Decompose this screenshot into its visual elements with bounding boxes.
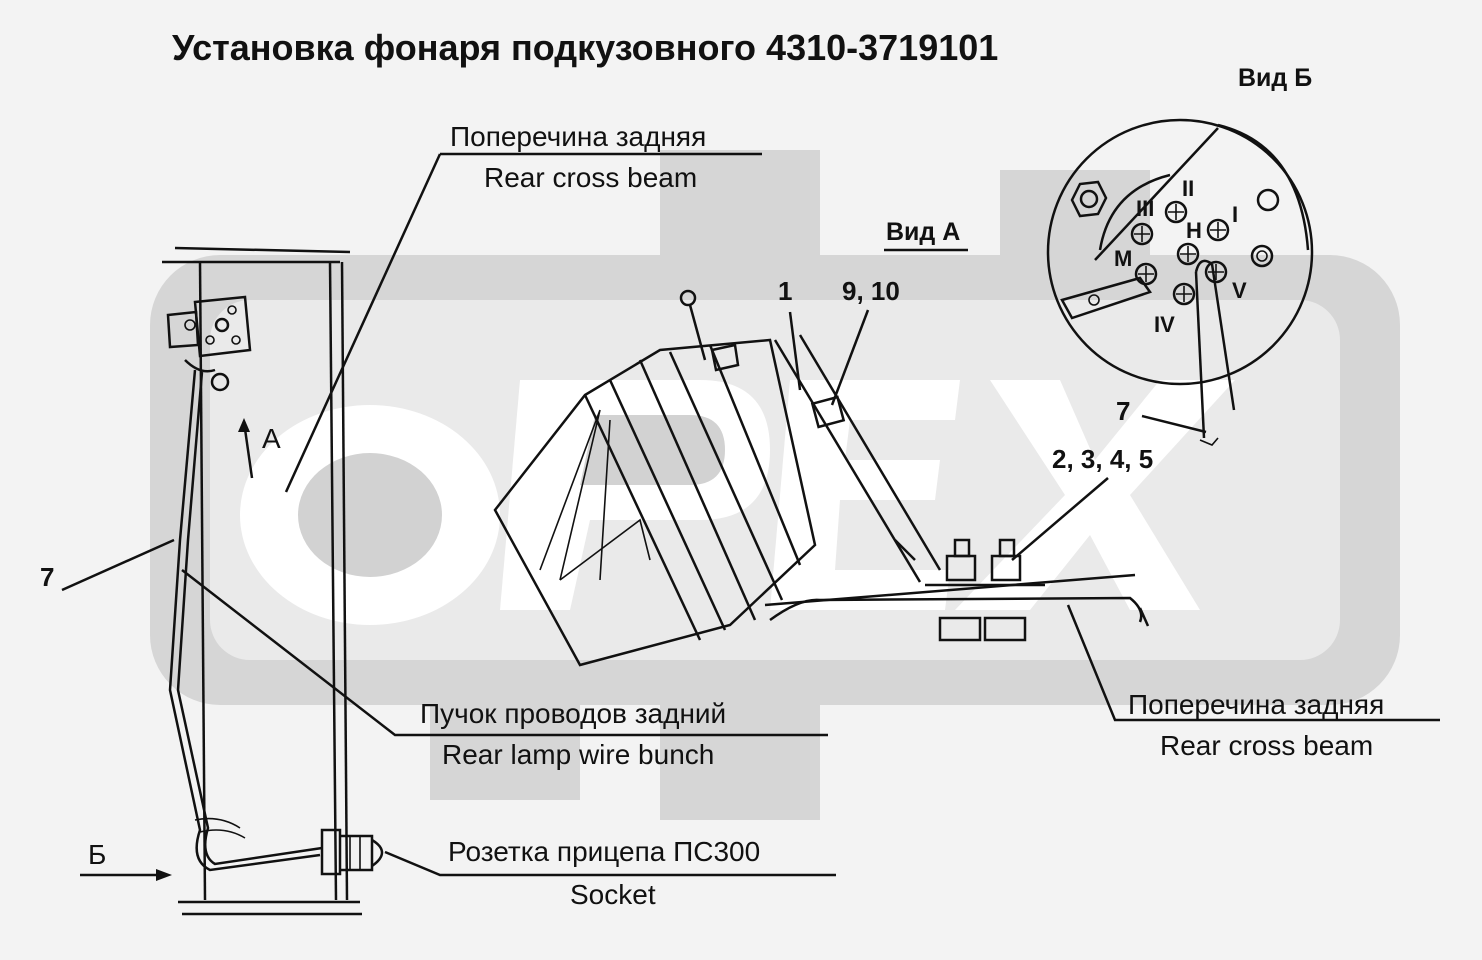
pin-IV-label: IV — [1154, 312, 1175, 337]
callouts-left: Поперечина задняя Rear cross beam 7 Пучо… — [40, 121, 836, 910]
view-b-arrow-label: Б — [88, 839, 106, 870]
diagram-title: Установка фонаря подкузовного 4310-37191… — [172, 27, 998, 68]
rear-cross-beam-label-ru: Поперечина задняя — [450, 121, 706, 152]
trailer-socket — [320, 828, 384, 876]
socket-face — [1046, 118, 1314, 386]
view-a: Вид А — [493, 218, 1440, 761]
socket-leader — [384, 850, 836, 877]
part-2-5-leader — [1011, 477, 1109, 561]
rear-cross-beam-label-en: Rear cross beam — [484, 162, 697, 193]
fasteners-2-5 — [938, 538, 1027, 642]
part-2-5-label: 2, 3, 4, 5 — [1052, 444, 1153, 474]
wire-bunch-label-ru: Пучок проводов задний — [420, 698, 726, 729]
view-b-label: Вид Б — [1238, 64, 1312, 92]
rear-cross-beam-2-label-ru: Поперечина задняя — [1128, 689, 1384, 720]
wire-bunch-label-en: Rear lamp wire bunch — [442, 739, 714, 770]
view-a-arrow-label: А — [262, 423, 281, 454]
part-1-label: 1 — [778, 276, 792, 306]
lamp-bracket — [166, 295, 252, 392]
wire-bunch-path — [168, 369, 321, 872]
wire-7 — [1194, 271, 1206, 439]
socket-terminals — [1130, 200, 1230, 306]
part-7-leader-right — [1141, 414, 1207, 434]
rear-cross-beam-leader — [284, 153, 442, 493]
view-a-label: Вид А — [886, 218, 960, 246]
underbody-lamp — [493, 289, 817, 667]
pin-II-label: II — [1182, 176, 1194, 201]
mounting-nut — [1070, 180, 1108, 218]
pin-M-label: М — [1114, 246, 1132, 271]
socket-label-ru: Розетка прицепа ПС300 — [448, 836, 760, 867]
rear-frame-view: А Б — [80, 246, 384, 916]
pin-V-label: V — [1232, 278, 1247, 303]
pin-III-label: III — [1136, 196, 1154, 221]
socket-label-en: Socket — [570, 879, 656, 910]
wire-bunch-leader — [181, 569, 828, 737]
part-9-10-leader — [830, 309, 870, 406]
part-1-leader — [788, 311, 802, 391]
rear-cross-beam-2-leader — [1066, 604, 1440, 722]
view-b: Вид Б II I III Н М — [1046, 64, 1314, 446]
pin-H-label: Н — [1186, 218, 1202, 243]
watermark — [150, 150, 1400, 820]
part-9-10-label: 9, 10 — [842, 276, 900, 306]
part-7-label-left: 7 — [40, 562, 54, 592]
pin-I-label: I — [1232, 202, 1238, 227]
fasteners-9-10 — [810, 395, 846, 429]
part-7-label-right: 7 — [1116, 396, 1130, 426]
frame-top-edge — [174, 246, 351, 254]
rear-cross-beam-2-label-en: Rear cross beam — [1160, 730, 1373, 761]
part-7-leader-left — [61, 538, 175, 592]
